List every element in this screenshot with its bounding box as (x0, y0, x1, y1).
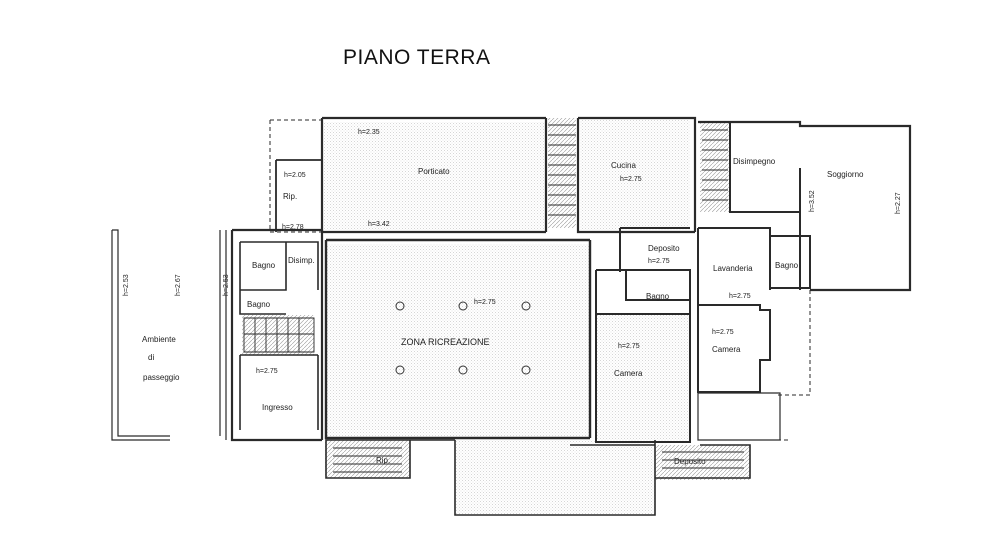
page-title: PIANO TERRA (343, 46, 491, 69)
shaded-areas (242, 118, 750, 515)
room-ambiente-di: di (148, 353, 154, 362)
room-disimpegno: Disimpegno (733, 157, 776, 166)
height-lavanderia: h=2.75 (729, 293, 751, 300)
height-ingresso: h=2.75 (256, 368, 278, 375)
column (395, 301, 405, 311)
height-rip-top: h=2.05 (284, 172, 306, 179)
room-disimp: Disimp. (288, 256, 315, 265)
height-porticato: h=2.35 (358, 129, 380, 136)
room-bagno-3: Bagno (775, 261, 799, 270)
room-ingresso: Ingresso (262, 403, 293, 412)
room-rip: Rip. (283, 192, 297, 201)
column (458, 365, 468, 375)
height-rip-bottom: h=2.78 (282, 224, 304, 231)
height-camera-big: h=2.75 (618, 343, 640, 350)
room-zona-ricreazione: ZONA RICREAZIONE (401, 337, 490, 347)
room-lavanderia: Lavanderia (713, 264, 753, 273)
room-camera-1: Camera (712, 345, 741, 354)
room-cucina: Cucina (611, 161, 636, 170)
column (458, 301, 468, 311)
room-camera-2: Camera (614, 369, 643, 378)
height-zona: h=2.75 (474, 299, 496, 306)
height-deposito: h=2.75 (648, 258, 670, 265)
room-deposito-2: Deposito (674, 457, 706, 466)
walls (111, 116, 912, 516)
height-ingresso-side: h=2.53 (223, 274, 230, 296)
room-ambiente: Ambiente (142, 335, 176, 344)
room-ambiente-passeggio: passeggio (143, 373, 180, 382)
room-rip-bottom: Rip. (376, 456, 390, 465)
room-porticato: Porticato (418, 167, 450, 176)
height-porticato-bottom: h=3.42 (368, 221, 390, 228)
height-cucina: h=2.75 (620, 176, 642, 183)
room-labels: Porticato h=2.35 h=3.42 h=2.05 Rip. h=2.… (123, 129, 902, 466)
room-bagno-1: Bagno (252, 261, 276, 270)
height-camera-small: h=2.75 (712, 329, 734, 336)
columns (395, 301, 531, 375)
column (521, 365, 531, 375)
room-deposito-1: Deposito (648, 244, 680, 253)
room-soggiorno: Soggiorno (827, 170, 864, 179)
room-bagno-2: Bagno (247, 300, 271, 309)
column (395, 365, 405, 375)
room-bagno-4: Bagno (646, 292, 670, 301)
column (521, 301, 531, 311)
height-ambiente-1: h=2.53 (123, 274, 130, 296)
height-soggiorno-right: h=2.27 (895, 192, 902, 214)
height-soggiorno-left: h=3.52 (809, 190, 816, 212)
height-ambiente-2: h=2.67 (175, 274, 182, 296)
